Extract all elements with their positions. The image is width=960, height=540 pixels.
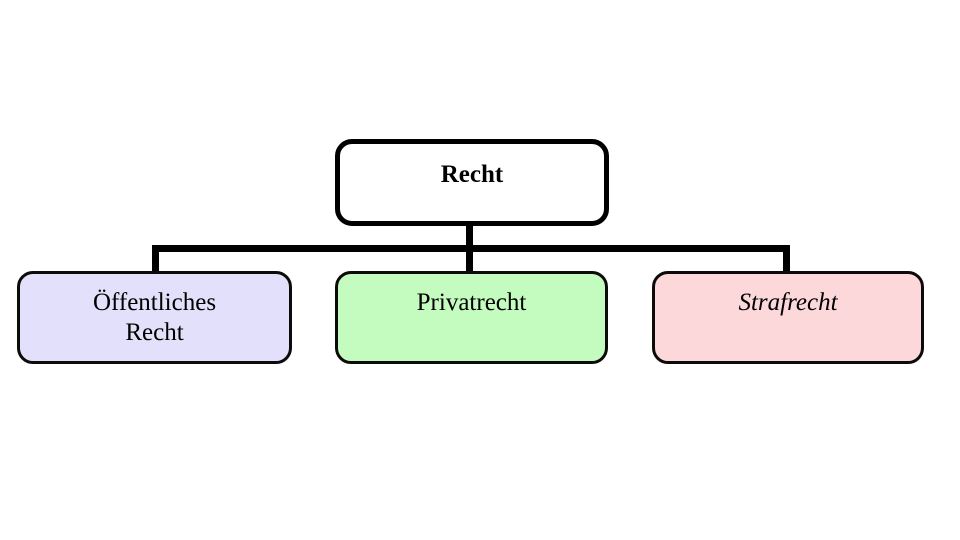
node-strafrecht-label: Strafrecht bbox=[738, 289, 838, 316]
node-recht[interactable]: Recht bbox=[335, 139, 609, 226]
node-privatrecht[interactable]: Privatrecht bbox=[335, 271, 608, 364]
node-privatrecht-label: Privatrecht bbox=[416, 289, 527, 316]
node-strafrecht[interactable]: Strafrecht bbox=[652, 271, 924, 364]
node-recht-label: Recht bbox=[440, 161, 504, 188]
connector-drop-strafrecht bbox=[783, 245, 790, 275]
connector-root-stem bbox=[466, 222, 473, 274]
node-oeffentliches-recht[interactable]: Öffentliches Recht bbox=[17, 271, 292, 364]
node-oeffentliches-recht-label: Öffentliches Recht bbox=[92, 289, 217, 346]
connector-drop-oeffentliches-recht bbox=[152, 245, 159, 275]
